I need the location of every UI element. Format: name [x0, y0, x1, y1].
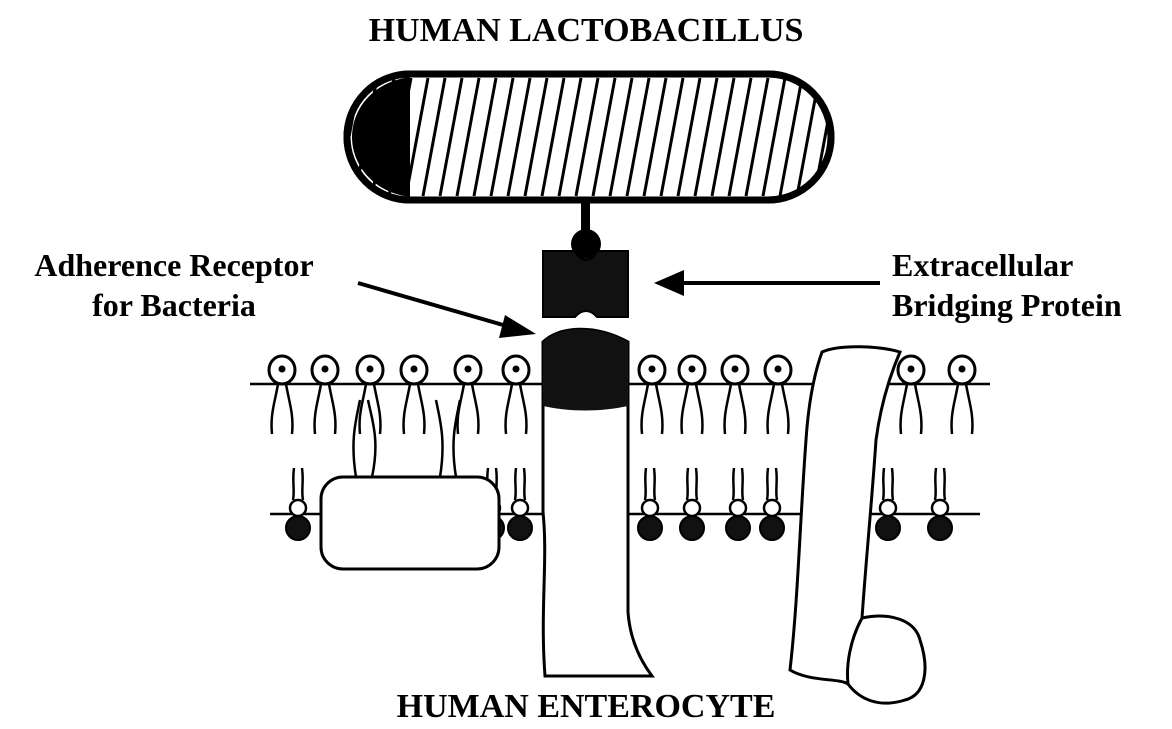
- lipid-head: [722, 356, 748, 434]
- bacterium-stalk: [571, 198, 601, 259]
- lipid-head: [680, 468, 704, 540]
- lipid-head: [503, 356, 529, 434]
- lipid-head: [455, 356, 481, 434]
- lipid-head: [949, 356, 975, 434]
- lipid-head: [679, 356, 705, 434]
- lipid-head: [639, 356, 665, 434]
- label-bridging-protein-line2: Bridging Protein: [892, 289, 1122, 321]
- adherence-receptor: [543, 329, 652, 676]
- extracellular-bridging-protein: [543, 251, 628, 317]
- arrow-to-receptor: [358, 283, 536, 338]
- lipid-head: [928, 468, 952, 540]
- diagram-title-enterocyte: HUMAN ENTEROCYTE: [0, 690, 1172, 724]
- lipid-head: [638, 468, 662, 540]
- lipid-head: [726, 468, 750, 540]
- lipid-tails-over-protein: [353, 400, 460, 477]
- lipid-head: [401, 356, 427, 434]
- lipid-head: [898, 356, 924, 434]
- lipid-head: [508, 468, 532, 540]
- lipid-head: [765, 356, 791, 434]
- lipid-head: [286, 468, 310, 540]
- arrow-to-bridging-protein: [654, 270, 880, 296]
- lipid-head: [269, 356, 295, 434]
- membrane-protein-left: [321, 477, 499, 569]
- lipid-head: [357, 356, 383, 434]
- lipid-head: [312, 356, 338, 434]
- diagram-title-bacterium: HUMAN LACTOBACILLUS: [0, 14, 1172, 48]
- label-adherence-receptor-line2: for Bacteria: [8, 289, 340, 321]
- lactobacillus-rod: [338, 74, 836, 200]
- label-adherence-receptor-line1: Adherence Receptor: [8, 249, 340, 281]
- lipid-head: [760, 468, 784, 540]
- label-bridging-protein-line1: Extracellular: [892, 249, 1073, 281]
- lipid-head: [876, 468, 900, 540]
